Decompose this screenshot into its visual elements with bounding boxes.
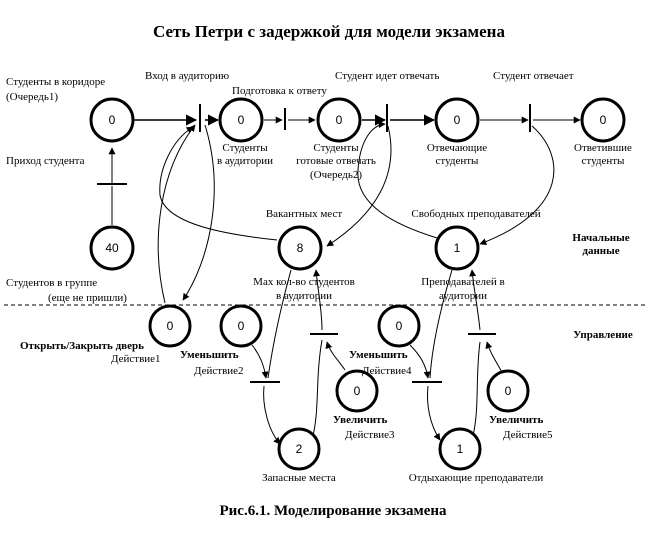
diagram-title: Сеть Петри с задержкой для модели экзаме… (153, 22, 505, 41)
label-group-1: Студентов в группе (6, 277, 97, 289)
label-answered-1: Ответившие (574, 142, 632, 154)
label-spare: Запасные места (262, 472, 336, 484)
place-answering: 0 (434, 97, 480, 143)
place-door: 0 (148, 304, 192, 348)
label-vacant-bottom-1: Мах кол-во студентов (253, 276, 355, 288)
tokens-answered: 0 (600, 113, 607, 127)
label-vacant-bottom-2: в аудитории (276, 290, 332, 302)
label-auditorium-1: Студенты (222, 142, 268, 154)
arc-vacant-enter (159, 126, 278, 241)
arc-resting-t4 (471, 341, 481, 441)
tokens-decrease4: 0 (396, 319, 403, 333)
label-control: Управление (573, 329, 633, 341)
tokens-students-ready: 0 (336, 113, 343, 127)
label-goanswer: Студент идет отвечать (335, 70, 439, 82)
arc-spare-t2 (311, 339, 323, 441)
label-ready-2: готовые отвечать (296, 155, 376, 167)
label-free-bottom-1: Преподавателей в (421, 276, 504, 288)
place-students-corridor: 0 (89, 97, 135, 143)
arc-goanswer-vacant (326, 125, 392, 247)
arc-enter-door (182, 124, 215, 301)
label-increase3-1: Увеличить (333, 414, 387, 426)
tokens-students-auditorium: 0 (238, 113, 245, 127)
label-vacant-top: Вакантных мест (266, 208, 343, 220)
label-decrease4-1: Уменьшить (349, 349, 408, 361)
place-decrease4: 0 (377, 304, 421, 348)
arc-t2-vacant (313, 269, 323, 331)
label-ready-1: Студенты (313, 142, 359, 154)
tokens-increase5: 0 (505, 384, 512, 398)
tokens-vacant: 8 (297, 241, 304, 255)
tokens-answering: 0 (454, 113, 461, 127)
place-students-auditorium: 0 (218, 97, 264, 143)
figure-caption: Рис.6.1. Моделирование экзамена (219, 503, 447, 519)
label-initial-1: Начальные (572, 232, 629, 244)
label-enter: Вход в аудиторию (145, 70, 229, 82)
arc-decrease2-t1 (251, 344, 269, 379)
arc-t4-free (469, 269, 481, 331)
label-free-top: Свободных преподавателей (411, 208, 540, 220)
label-decrease2-1: Уменьшить (180, 349, 239, 361)
tokens-increase3: 0 (354, 384, 361, 398)
tokens-decrease2: 0 (238, 319, 245, 333)
place-spare: 2 (277, 427, 321, 471)
place-increase3: 0 (335, 369, 379, 413)
label-group-2: (еще не пришли) (48, 292, 127, 304)
label-ready-3: (Очередь2) (310, 169, 362, 181)
place-decrease2: 0 (219, 304, 263, 348)
tokens-students-corridor: 0 (109, 113, 116, 127)
tokens-door: 0 (167, 319, 174, 333)
place-resting: 1 (438, 427, 482, 471)
label-decrease4-2: Действие4 (362, 365, 412, 377)
arc-free-t3 (429, 269, 453, 379)
place-answered: 0 (580, 97, 626, 143)
label-answered-2: студенты (582, 155, 626, 167)
arc-vacant-t1 (267, 269, 292, 379)
place-vacant: 8 (277, 225, 323, 271)
arc-free-goanswer (357, 121, 438, 239)
label-answering-1: Отвечающие (427, 142, 487, 154)
label-answers: Студент отвечает (493, 70, 574, 82)
arc-increase5-t4 (485, 341, 503, 373)
arc-t3-resting (427, 385, 441, 441)
place-students-group: 40 (89, 225, 135, 271)
arc-increase3-t2 (325, 341, 346, 371)
tokens-students-group: 40 (105, 241, 119, 255)
label-free-bottom-2: аудитории (439, 290, 487, 302)
place-free-teachers: 1 (434, 225, 480, 271)
label-door-1: Открыть/Закрыть дверь (20, 340, 144, 352)
label-resting: Отдыхающие преподаватели (409, 472, 544, 484)
tokens-free-teachers: 1 (454, 241, 461, 255)
label-answering-2: студенты (436, 155, 480, 167)
arc-answers-free (479, 125, 555, 246)
label-door-2: Действие1 (111, 353, 161, 365)
place-increase5: 0 (486, 369, 530, 413)
tokens-resting: 1 (457, 442, 464, 456)
label-auditorium-2: в аудитории (217, 155, 273, 167)
label-decrease2-2: Действие2 (194, 365, 244, 377)
label-prepare: Подготовка к ответу (232, 85, 327, 97)
place-students-ready: 0 (316, 97, 362, 143)
label-increase3-2: Действие3 (345, 429, 395, 441)
arc-decrease4-t3 (409, 344, 431, 379)
label-initial-2: данные (582, 245, 619, 257)
tokens-spare: 2 (296, 442, 303, 456)
label-corridor-1: Студенты в коридоре (6, 76, 105, 88)
label-increase5-2: Действие5 (503, 429, 553, 441)
label-increase5-1: Увеличить (489, 414, 543, 426)
arc-door-enter (157, 124, 196, 304)
arc-t1-spare (263, 385, 281, 445)
label-arrival: Приход студента (6, 155, 85, 167)
label-corridor-2: (Очередь1) (6, 91, 58, 103)
